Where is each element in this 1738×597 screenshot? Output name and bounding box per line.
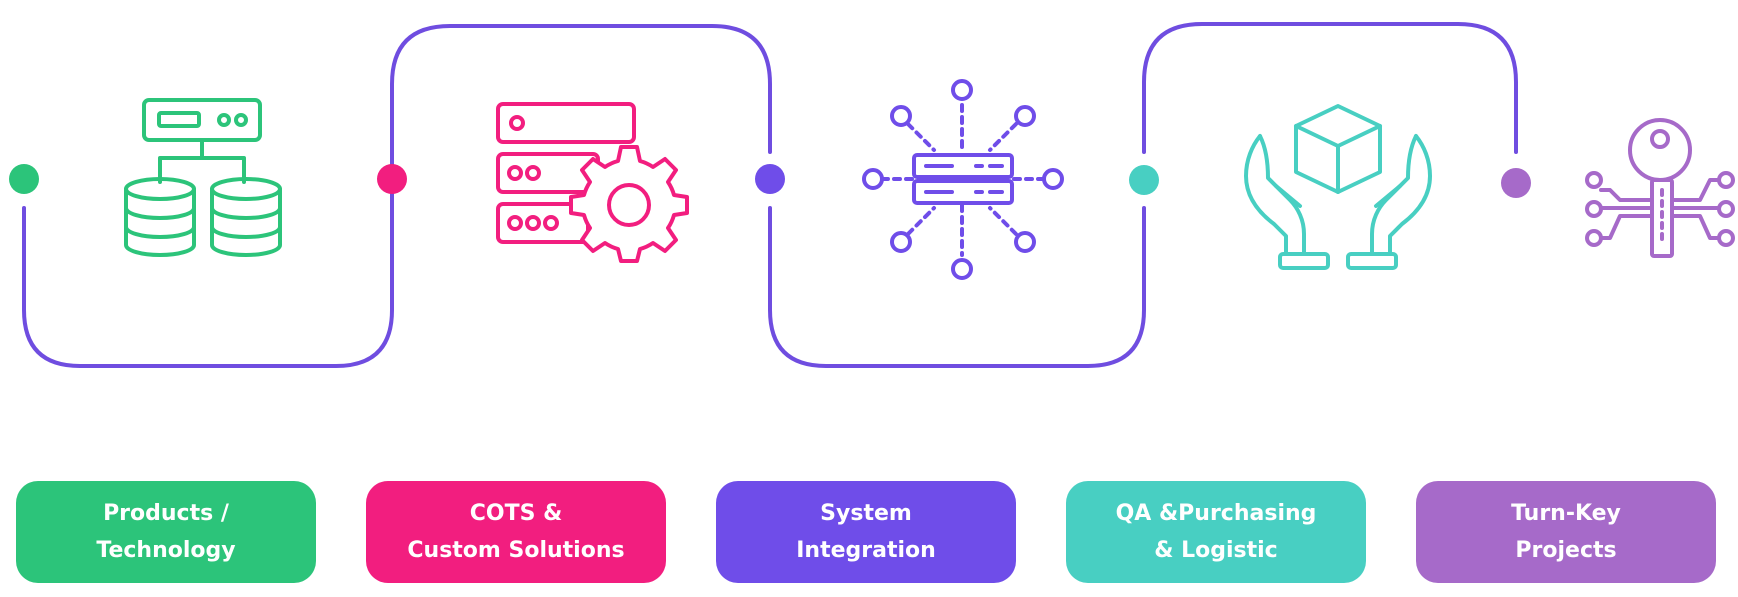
digital-key-icon [1585, 118, 1735, 258]
label-line-1: Products / [103, 501, 229, 526]
node-dot-4 [1129, 165, 1159, 195]
node-dot-5 [1501, 168, 1531, 198]
label-line-1: System [820, 501, 912, 526]
node-dot-2 [377, 164, 407, 194]
label-line-2: Projects [1515, 538, 1617, 563]
label-cots-custom-solutions[interactable]: COTS & Custom Solutions [366, 481, 666, 583]
label-line-1: COTS & [469, 501, 563, 526]
label-system-integration[interactable]: System Integration [716, 481, 1016, 583]
node-dot-1 [9, 164, 39, 194]
node-dot-3 [755, 164, 785, 194]
label-line-1: Turn-Key [1511, 501, 1621, 526]
server-network-icon [862, 79, 1064, 280]
label-line-2: & Logistic [1154, 538, 1278, 563]
label-line-2: Custom Solutions [407, 538, 625, 563]
label-qa-purchasing-logistic[interactable]: QA &Purchasing & Logistic [1066, 481, 1366, 583]
database-network-icon [124, 98, 282, 257]
connector-path [22, 22, 1518, 368]
label-turn-key-projects[interactable]: Turn-Key Projects [1416, 481, 1716, 583]
label-products-technology[interactable]: Products / Technology [16, 481, 316, 583]
server-gear-icon [496, 102, 689, 263]
label-line-2: Integration [796, 538, 936, 563]
label-line-2: Technology [96, 538, 236, 563]
hands-box-icon [1244, 104, 1432, 270]
label-line-1: QA &Purchasing [1115, 501, 1317, 526]
